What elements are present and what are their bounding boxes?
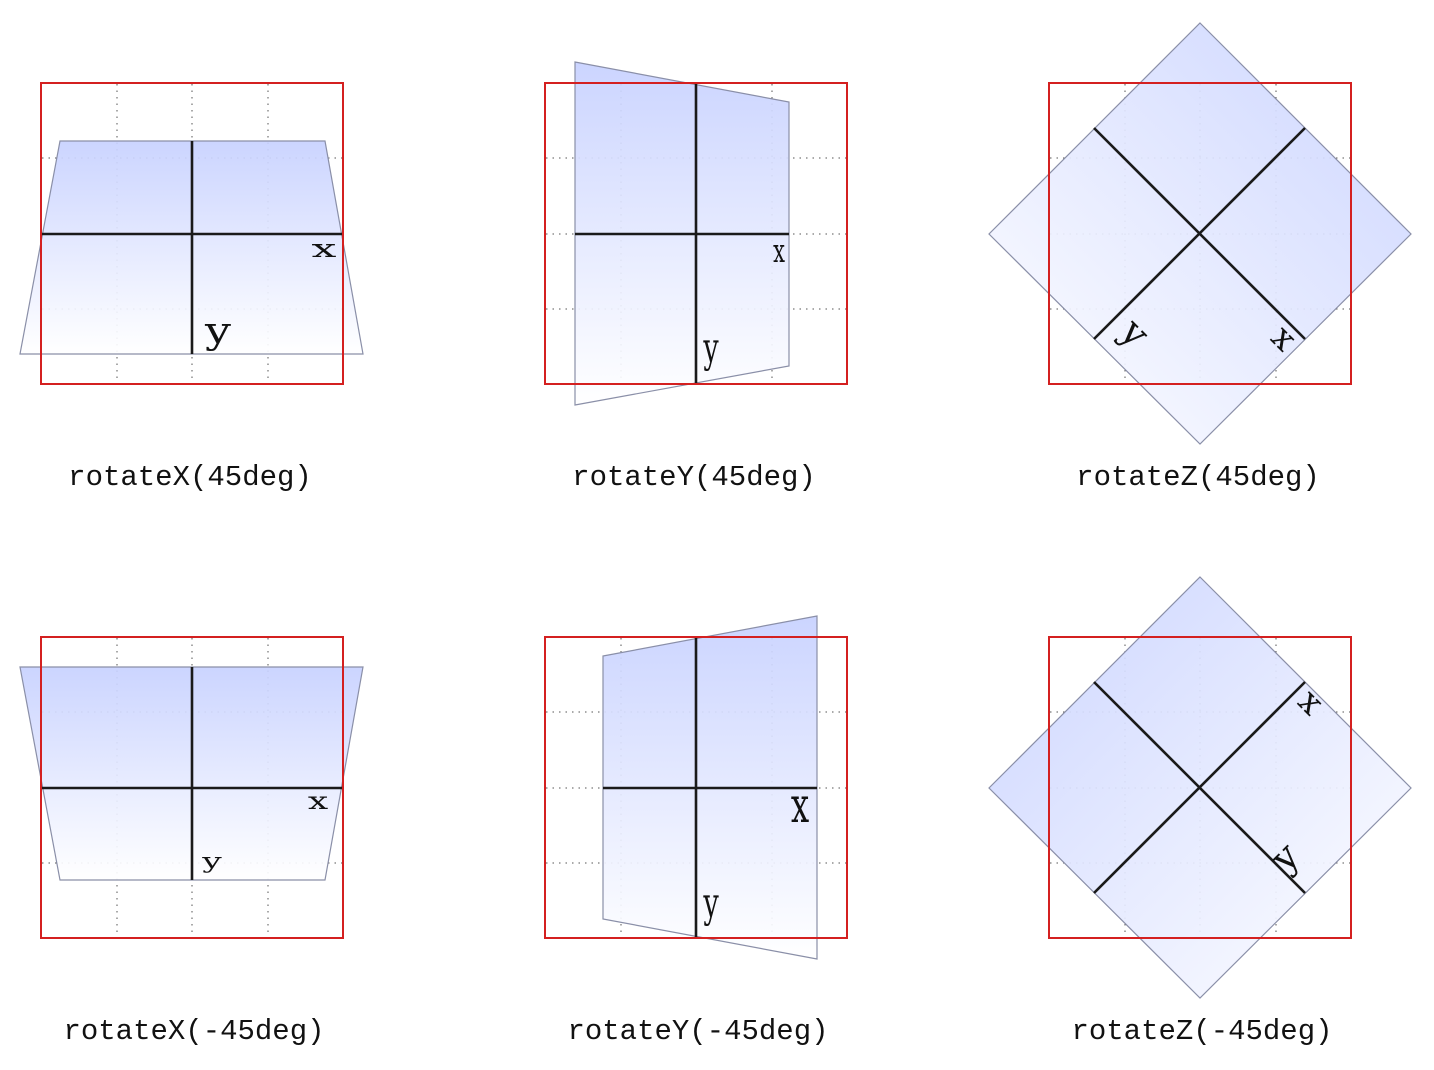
panel-rotatey-neg45: x y rotateY(-45deg) — [544, 615, 848, 1048]
y-axis-label: y — [703, 325, 719, 372]
y-axis-label: y — [703, 881, 719, 928]
y-axis-label: y — [204, 310, 232, 352]
caption: rotateZ(-45deg) — [1071, 1015, 1332, 1048]
y-axis-label: y — [201, 848, 223, 873]
caption: rotateX(45deg) — [68, 461, 312, 494]
caption: rotateX(-45deg) — [63, 1015, 324, 1048]
reference-frame — [40, 82, 344, 385]
axes — [42, 141, 342, 354]
x-axis-label: x — [308, 788, 328, 815]
panel-rotatex-45: x y rotateX(45deg) — [19, 82, 364, 494]
axes — [42, 667, 342, 880]
panel-rotatez-neg45: x y rotateZ(-45deg) — [988, 576, 1412, 1048]
caption: rotateY(45deg) — [572, 461, 816, 494]
axes — [1093, 681, 1306, 894]
caption: rotateY(-45deg) — [567, 1015, 828, 1048]
axes — [1093, 127, 1306, 340]
reference-frame — [40, 636, 344, 939]
panel-rotatey-45: x y rotateY(45deg) — [544, 61, 848, 494]
axes — [575, 84, 789, 384]
reference-frame — [544, 82, 848, 385]
reference-frame — [1048, 82, 1352, 385]
panel-rotatez-45: x y rotateZ(45deg) — [988, 22, 1412, 494]
x-axis-label: x — [773, 231, 785, 270]
panel-rotatex-neg45: x y rotateX(-45deg) — [19, 636, 364, 1048]
reference-frame — [544, 636, 848, 939]
caption: rotateZ(45deg) — [1076, 461, 1320, 494]
x-axis-label: x — [312, 234, 337, 264]
axes — [603, 638, 817, 938]
x-axis-label: x — [791, 777, 809, 833]
reference-frame — [1048, 636, 1352, 939]
